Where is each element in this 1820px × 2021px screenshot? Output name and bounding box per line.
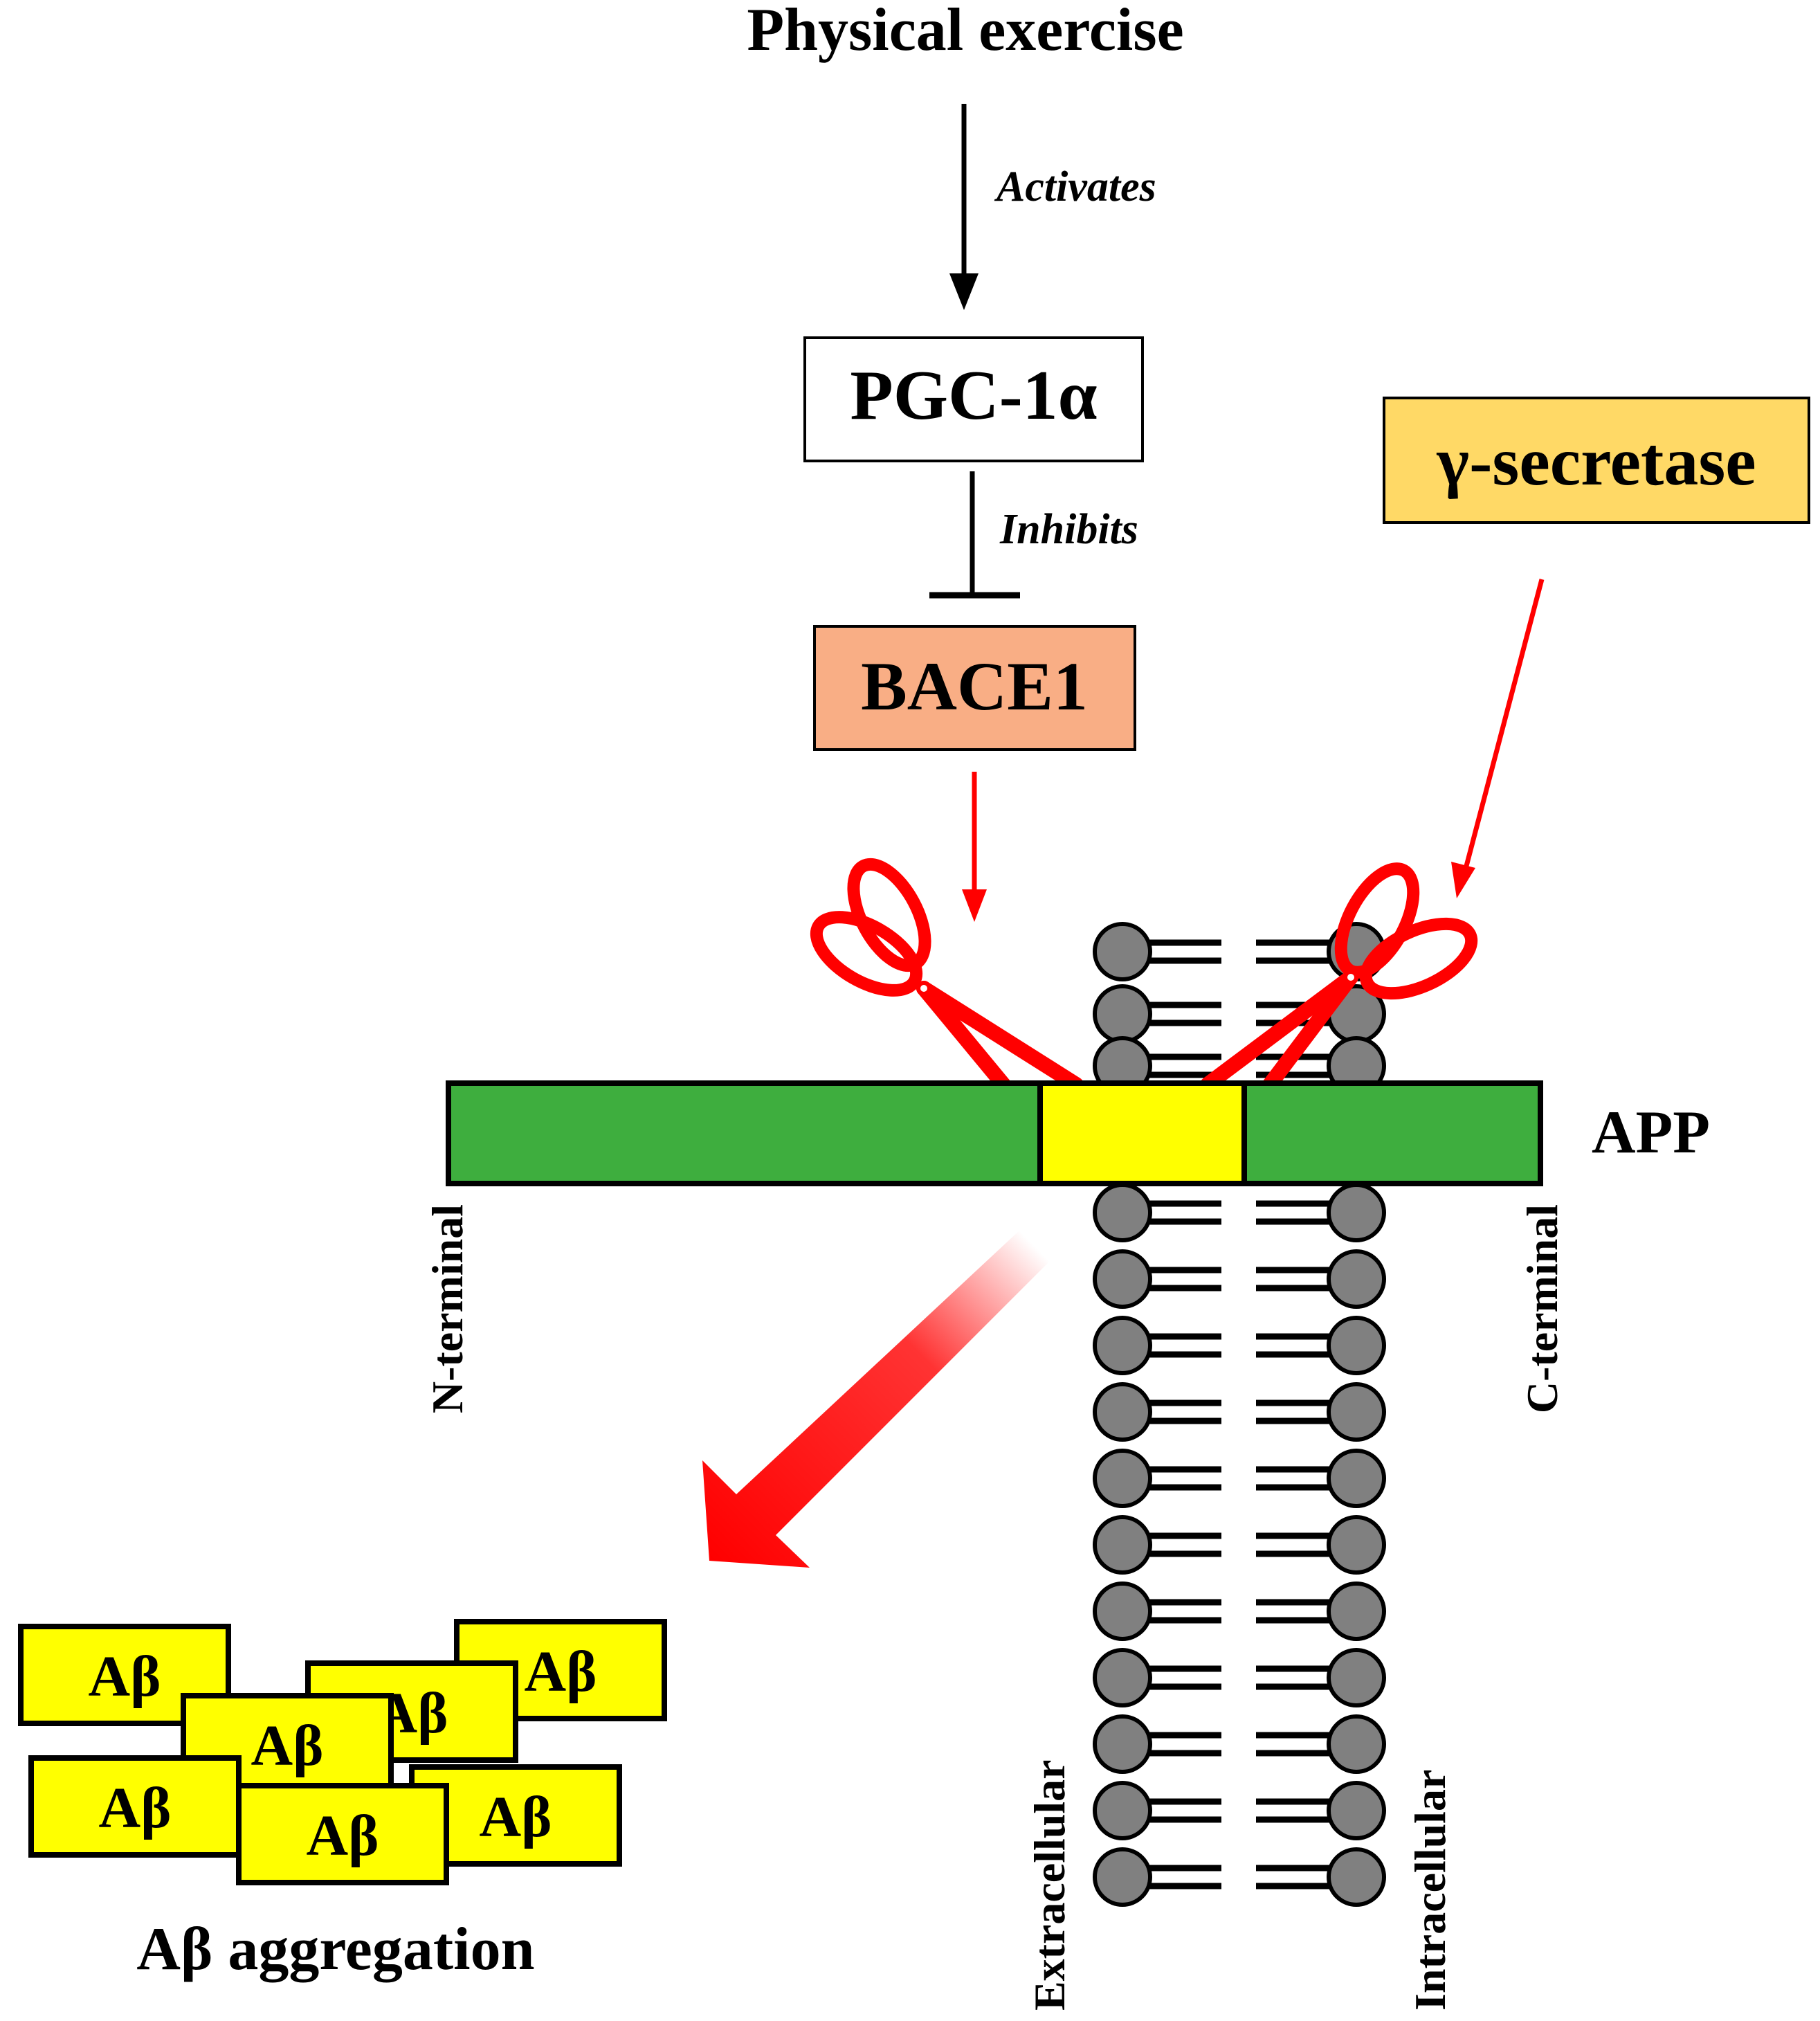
lipid-molecule [1093,1781,1221,1840]
abeta-monomer: Aβ [28,1755,242,1858]
abeta-label: Aβ [99,1776,172,1840]
lipid-molecule [1256,1382,1386,1442]
lipid-molecule [1256,1648,1386,1707]
lipid-molecule [1256,1449,1386,1508]
abeta-label: Aβ [480,1785,552,1849]
inhibits-edge [929,471,1020,599]
title-physical-exercise: Physical exercise [747,0,1183,64]
extracellular-label: Extracellular [1025,1759,1074,2011]
lipid-molecule [1093,922,1221,981]
lipid-molecule [1256,1781,1386,1840]
bace1-box [813,625,1136,751]
lipid-molecule [1093,1249,1221,1309]
lipid-molecule [1093,1382,1221,1442]
pgc1a-label: PGC-1α [850,356,1097,435]
lipid-molecule [1093,1582,1221,1641]
lipid-molecule [1256,1582,1386,1641]
lipid-molecule [1093,1449,1221,1508]
abeta-label: Aβ [89,1644,161,1709]
lipid-molecule [1093,1316,1221,1375]
abeta-label: Aβ [251,1714,324,1778]
gamma-secretase-label: γ-secretase [1436,423,1756,500]
activates-label: Activates [994,163,1156,210]
lipid-molecule [1256,1515,1386,1575]
lipid-molecule [1256,1316,1386,1375]
intracellular-label: Intracellular [1405,1770,1455,2011]
app-label: APP [1592,1099,1710,1166]
abeta-release-arrow [702,1231,1050,1568]
c-terminal-label: C-terminal [1518,1204,1567,1413]
n-terminal-label: N-terminal [423,1204,472,1413]
abeta-monomer: Aβ [236,1783,449,1885]
gamma-secretase-box [1383,397,1810,524]
lipid-molecule [1256,1714,1386,1774]
pgc1a-box [803,336,1144,462]
inhibits-label: Inhibits [999,506,1138,553]
lipid-molecule [1256,1183,1386,1242]
abeta-label: Aβ [525,1640,597,1704]
bace1-label: BACE1 [861,648,1088,725]
gamma-secretase-scissors-icon [1200,862,1478,1092]
lipid-molecule [1256,1249,1386,1309]
gamma-cleave-arrow [1451,579,1545,898]
lipid-molecule [1093,984,1221,1044]
lipid-molecule [1093,1714,1221,1774]
abeta-label: Aβ [307,1804,379,1868]
bace1-scissors-icon [810,858,1084,1092]
activates-arrow [949,104,979,310]
lipid-molecule [1093,1648,1221,1707]
lipid-bilayer [1093,922,1386,1907]
bace1-cleave-arrow [962,772,987,922]
lipid-molecule [1093,1847,1221,1907]
abeta-aggregation-caption: Aβ aggregation [136,1916,534,1983]
lipid-molecule [1093,1183,1221,1242]
lipid-molecule [1093,1515,1221,1575]
app-protein-bar [446,1080,1543,1186]
lipid-molecule [1256,1847,1386,1907]
